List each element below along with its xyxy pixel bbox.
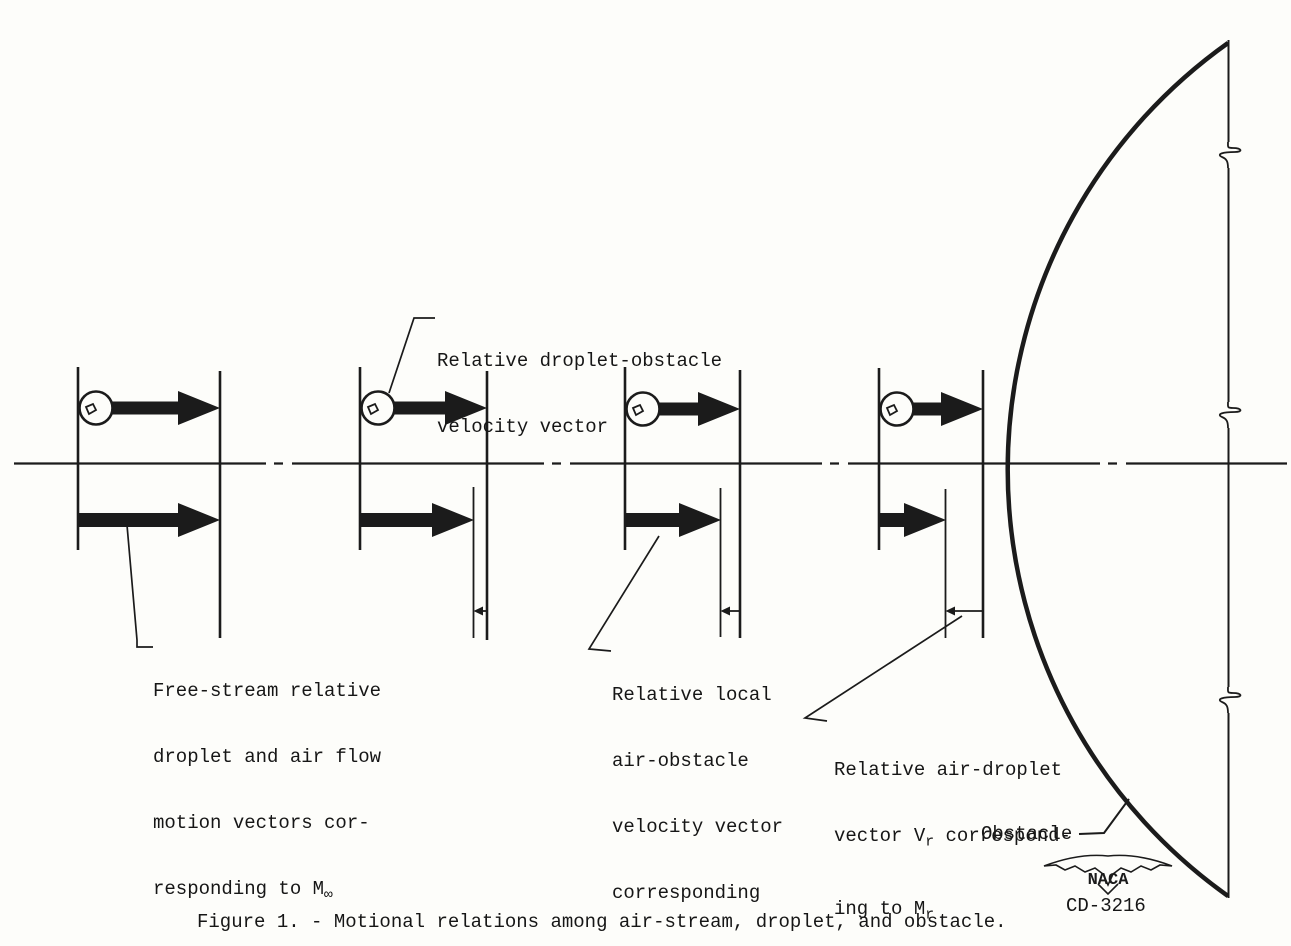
break-mark [1218,686,1242,714]
naca-wings-icon [1043,854,1173,887]
droplet-glint [885,403,899,417]
velocity-difference-arrow [473,606,488,616]
label-line: motion vectors cor- [153,812,370,834]
leader-line-free-stream [126,524,153,648]
vector-station-2 [358,367,489,640]
label-line: Relative local [612,684,772,706]
label-air-droplet: Relative air-droplet vector Vr correspon… [834,715,1071,946]
leader-line-obstacle [1078,798,1130,835]
subscript: r [925,907,935,924]
air-velocity-arrow [360,503,474,537]
label-line: vector Vr correspond- [834,825,1071,851]
droplet-glint [631,403,645,417]
velocity-difference-arrow [945,606,983,616]
droplet-velocity-arrow [388,391,487,425]
droplet-velocity-arrow [653,392,740,426]
droplet-glint [84,402,98,416]
droplet-velocity-arrow [106,391,220,425]
label-line: ing to Mr [834,898,935,924]
label-obstacle: Obstacle [981,823,1073,845]
label-line: Relative droplet-obstacle [437,350,723,372]
subscript: ∞ [324,887,333,904]
droplet-glint [366,402,380,416]
label-local-air-obstacle: Relative local air-obstacle velocity vec… [612,640,783,946]
break-mark [1218,401,1242,429]
break-mark [1218,141,1242,169]
velocity-difference-arrow [720,606,740,616]
vector-station-4 [877,368,985,638]
label-line: corresponding [612,882,761,904]
label-line: air-obstacle [612,750,749,772]
vector-station-1 [76,367,222,638]
air-velocity-arrow [625,503,721,537]
naca-tail-icon [1097,883,1119,896]
subscript: r [925,834,935,851]
label-line: velocity vector [612,816,784,838]
leader-line-local-air [587,535,660,652]
label-free-stream: Free-stream relative droplet and air flo… [153,636,381,944]
leader-line-droplet-obstacle [388,317,435,394]
label-droplet-obstacle: Relative droplet-obstacle velocity vecto… [437,306,722,482]
air-velocity-arrow [879,503,946,537]
label-line: Free-stream relative [153,680,382,702]
vector-station-3 [623,367,742,638]
naca-logo: NACA [1043,854,1173,896]
label-line: responding to M∞ [153,878,333,904]
label-line: velocity vector [437,416,609,438]
leader-line-air-droplet [802,615,963,722]
figure-caption: Figure 1. - Motional relations among air… [197,911,1007,933]
figure-code: CD-3216 [1066,895,1146,917]
label-line: droplet and air flow [153,746,382,768]
obstacle-curve [1005,41,1230,898]
naca-logo-text: NACA [1088,871,1130,890]
obstacle-axis-line [1218,40,1242,898]
droplet-velocity-arrow [907,392,983,426]
air-velocity-arrow [78,503,220,537]
label-line: Relative air-droplet [834,759,1063,781]
